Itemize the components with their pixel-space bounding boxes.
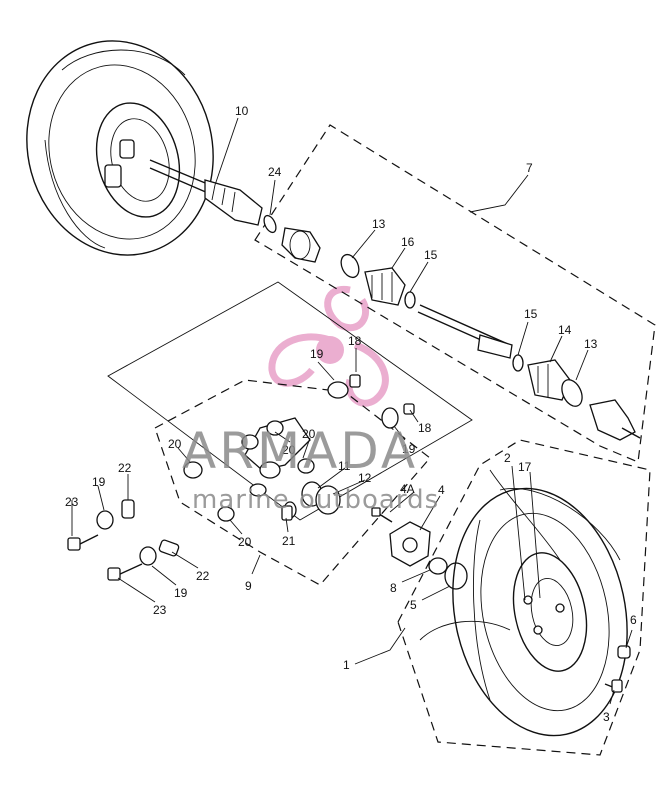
nut-18-right: [403, 403, 415, 415]
callout-2: 2: [504, 451, 511, 465]
half-shaft: [417, 304, 513, 359]
grease-fitting-21: [281, 505, 293, 521]
clip-15b: [512, 354, 524, 372]
callout-17: 17: [518, 460, 532, 474]
watermark-tagline: marine outboards: [192, 485, 439, 515]
cv-boot-16: [364, 267, 406, 306]
bolt-23-lower: [107, 563, 143, 581]
callout-20-left: 20: [168, 437, 182, 451]
callout-15-lower: 15: [524, 307, 538, 321]
callout-3: 3: [603, 710, 610, 724]
bushing-19-right: [381, 407, 399, 429]
callout-12: 12: [358, 471, 372, 485]
bolt-23-upper: [67, 534, 99, 551]
cv-joint-outer: [589, 399, 641, 441]
boot-clamp-13b: [561, 379, 583, 407]
wheel-stud-4a: [371, 507, 393, 523]
callout-18-upper: 18: [348, 334, 362, 348]
sleeve-22-lower: [158, 539, 180, 557]
callout-20-lower: 20: [238, 535, 252, 549]
drive-shaft-10: [149, 159, 277, 234]
rear-wheel-assembly: [26, 40, 214, 256]
front-wheel-1: [419, 469, 628, 737]
assembly-box-1: [397, 439, 651, 756]
lug-nut-6: [617, 645, 631, 659]
callout-19-left: 19: [92, 475, 106, 489]
clip-15a: [404, 291, 416, 309]
callout-15-upper: 15: [424, 248, 438, 262]
callout-8: 8: [390, 581, 397, 595]
callout-13-lower: 13: [584, 337, 598, 351]
callout-1: 1: [343, 658, 350, 672]
sleeve-22-upper: [121, 499, 135, 519]
callout-24: 24: [268, 165, 282, 179]
hub-4: [389, 521, 431, 567]
callout-5: 5: [410, 598, 417, 612]
callout-20-center: 20: [302, 427, 316, 441]
leader-lines: [71, 117, 633, 705]
callout-16: 16: [401, 235, 415, 249]
callout-4a: 4A: [400, 482, 415, 496]
washer-19-lower: [139, 546, 157, 566]
callout-4: 4: [438, 483, 445, 497]
spacer-20-lower: [217, 506, 235, 522]
callout-18-right: 18: [418, 421, 432, 435]
callout-20-arm: 20: [282, 443, 296, 457]
callout-labels: 10 24 7 13 16 15 15 14 13 19 18 18 19 20…: [65, 104, 637, 724]
cv-joint-inner: [281, 227, 321, 263]
washer-19-left: [96, 510, 114, 530]
callout-13-upper: 13: [372, 217, 386, 231]
assembly-box-inner: [107, 281, 473, 521]
callout-21: 21: [282, 534, 296, 548]
callout-22-upper: 22: [118, 461, 132, 475]
spacer-20-mid: [297, 458, 315, 474]
armada-logo-icon: [268, 285, 389, 407]
bearing-12: [315, 485, 341, 515]
assembly-box-7: [254, 124, 656, 463]
valve-stem-3: [604, 679, 623, 693]
nut-8: [428, 557, 448, 575]
callout-7: 7: [526, 161, 533, 175]
bushing-19-upper: [327, 374, 361, 399]
boot-clamp-13a: [340, 253, 360, 279]
watermark-brand: ARMADA: [182, 422, 418, 480]
callout-19-right: 19: [402, 442, 416, 456]
callout-22-lower: 22: [196, 569, 210, 583]
callout-23-lower: 23: [153, 603, 167, 617]
callout-23-upper: 23: [65, 495, 79, 509]
callout-10: 10: [235, 104, 249, 118]
callout-19-lower: 19: [174, 586, 188, 600]
callout-6: 6: [630, 613, 637, 627]
callout-19-upper: 19: [310, 347, 324, 361]
spacer-20-left: [183, 461, 203, 479]
cap-5: [444, 562, 468, 590]
callout-9: 9: [245, 579, 252, 593]
callout-14: 14: [558, 323, 572, 337]
assembly-box-9: [154, 379, 431, 586]
callout-11: 11: [338, 459, 351, 473]
